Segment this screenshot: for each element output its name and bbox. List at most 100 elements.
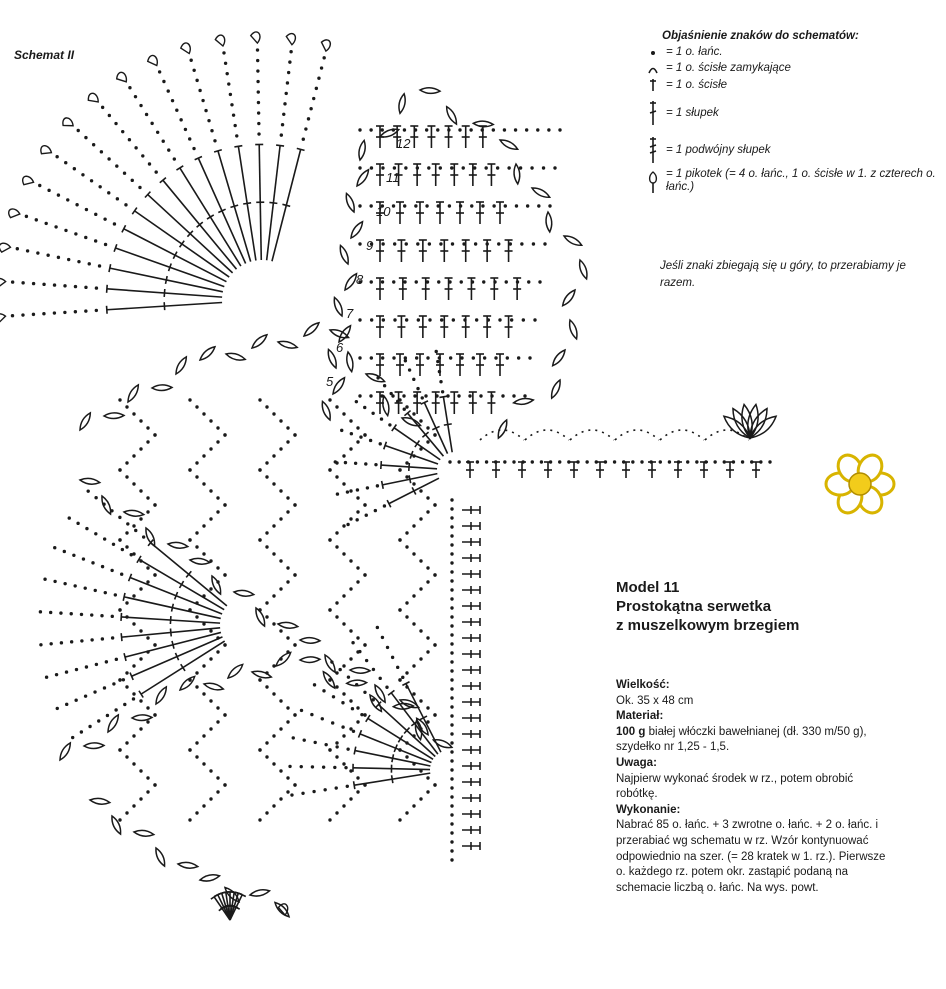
- picot: [0, 277, 7, 287]
- picot: [320, 39, 332, 53]
- chain-stitch: [258, 468, 262, 472]
- chain-stitch: [342, 524, 346, 528]
- chain-stitch: [90, 613, 94, 617]
- chain-stitch: [419, 447, 423, 451]
- chain-stitch: [373, 508, 378, 513]
- chain-stitch: [392, 280, 396, 284]
- chain-stitch: [141, 535, 146, 539]
- chain-stitch: [167, 148, 171, 152]
- chain-stitch: [398, 678, 402, 682]
- chain-stitch: [323, 788, 327, 792]
- chain-stitch: [433, 643, 437, 647]
- chain-stitch: [91, 561, 95, 565]
- chain-stitch: [118, 818, 122, 822]
- chain-stitch: [458, 204, 463, 208]
- chain-stitch: [539, 460, 544, 464]
- chain-stitch: [470, 280, 475, 284]
- shell-leaf: [356, 168, 370, 188]
- material-heading: Materiał:: [616, 710, 664, 723]
- chain-stitch: [342, 412, 346, 416]
- chain-stitch: [353, 461, 358, 465]
- chain-stitch: [359, 435, 363, 439]
- chain-stitch: [501, 394, 505, 398]
- chain-stitch: [282, 112, 286, 116]
- chain-stitch: [419, 699, 423, 703]
- chain-stitch: [48, 610, 53, 615]
- stitch-bar: [269, 201, 278, 205]
- shell-leaf: [414, 718, 423, 742]
- chain-stitch: [412, 377, 416, 382]
- shell-leaf: [364, 373, 386, 383]
- shell-leaf: [345, 192, 355, 214]
- chain-stitch: [412, 622, 416, 626]
- shell-leaf: [188, 557, 212, 565]
- chain-stitch: [612, 460, 617, 464]
- chain-stitch: [59, 641, 64, 645]
- flower-center: [848, 472, 872, 496]
- stitch-bar: [163, 302, 166, 311]
- chain-stitch: [188, 538, 192, 542]
- chain-stitch: [713, 460, 717, 464]
- chain-stitch: [426, 496, 430, 500]
- chain-stitch: [363, 690, 367, 694]
- work-text: Nabrać 85 o. łańc. + 3 zwrotne o. łańc. …: [616, 819, 886, 894]
- chain-stitch: [265, 811, 269, 815]
- chain-stitch: [374, 462, 378, 467]
- stitch-bar: [105, 305, 108, 314]
- chain-stitch: [146, 566, 150, 570]
- chain-stitch: [398, 748, 402, 752]
- chain-stitch: [350, 707, 355, 711]
- chain-stitch: [301, 791, 305, 795]
- chain-stitch: [146, 720, 150, 724]
- chain-stitch: [351, 641, 355, 645]
- chain-stitch: [335, 671, 339, 675]
- chain-stitch: [265, 601, 269, 605]
- chain-stitch: [346, 747, 350, 751]
- chain-stitch: [412, 524, 416, 528]
- shell-leaf: [176, 861, 200, 869]
- chain-stitch: [299, 764, 303, 769]
- chain-stitch: [380, 204, 385, 208]
- chain-stitch: [502, 128, 507, 132]
- chain-stitch: [335, 811, 339, 815]
- shell-leaf: [232, 589, 256, 597]
- stitch-bar: [234, 144, 243, 148]
- chain-stitch: [279, 447, 283, 451]
- chain-stitch: [256, 100, 261, 105]
- chain-stitch: [585, 460, 589, 464]
- chain-stitch: [209, 419, 213, 423]
- chain-stitch: [202, 804, 206, 808]
- chain-stitch: [358, 318, 362, 322]
- chain-stitch: [44, 675, 49, 679]
- chain-stitch: [146, 790, 150, 794]
- chain-stitch: [335, 545, 339, 549]
- shell-leaf: [530, 187, 552, 199]
- chain-stitch: [503, 204, 507, 208]
- chain-stitch: [114, 657, 119, 662]
- stitch-bar: [296, 147, 305, 152]
- chain-stitch: [195, 755, 199, 759]
- chain-stitch: [380, 128, 384, 132]
- chain-stitch: [84, 135, 88, 140]
- stitch-bar: [172, 251, 178, 260]
- stitch-bar: [120, 612, 123, 621]
- chain-stitch: [55, 155, 59, 159]
- chain-stitch: [115, 197, 120, 201]
- chain-stitch: [44, 221, 48, 226]
- chain-stitch: [381, 166, 385, 170]
- chain-stitch: [301, 137, 305, 141]
- chain-stitch: [188, 468, 192, 472]
- chain-stitch: [439, 318, 444, 322]
- chain-stitch: [405, 685, 409, 689]
- legend-item: = 1 słupek: [640, 100, 940, 126]
- chain-stitch: [494, 356, 498, 360]
- picot: [146, 54, 158, 67]
- chain-stitch: [426, 706, 430, 710]
- chain-stitch: [335, 745, 339, 749]
- shell-leaf: [166, 541, 190, 549]
- chain-stitch: [369, 394, 373, 398]
- chain-stitch: [450, 534, 454, 538]
- chain-stitch: [342, 454, 346, 458]
- chain-stitch: [428, 318, 432, 322]
- picot: [22, 175, 35, 186]
